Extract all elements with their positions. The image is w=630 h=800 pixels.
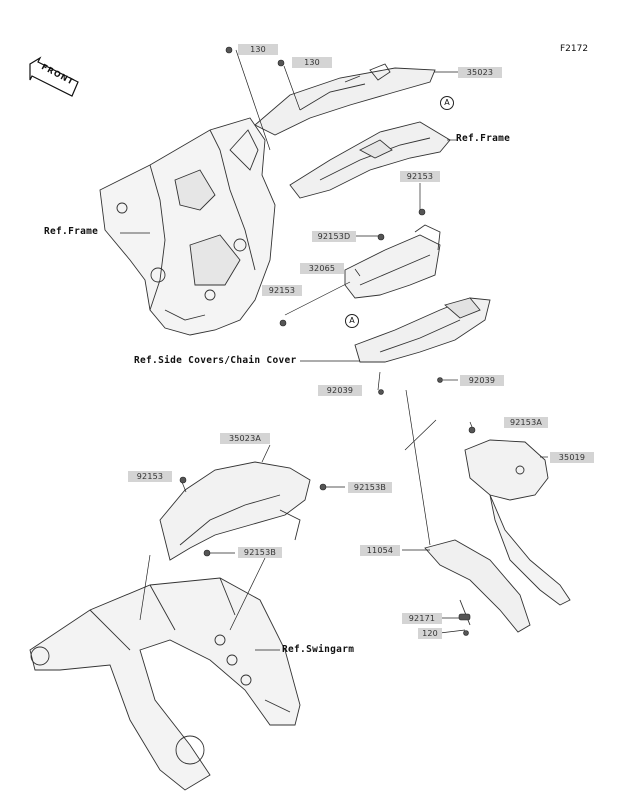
part-tag-32065[interactable]: 32065 — [300, 263, 344, 274]
rear-frame-rail-drawing — [254, 63, 436, 136]
part-tag-92153-3[interactable]: 92153 — [128, 471, 172, 482]
part-tag-35019[interactable]: 35019 — [550, 452, 594, 463]
part-tag-92153a[interactable]: 92153A — [504, 417, 548, 428]
part-tag-92039-1[interactable]: 92039 — [318, 385, 362, 396]
part-tag-92153b[interactable]: 92153B — [348, 482, 392, 493]
ref-frame-upper: Ref.Frame — [456, 133, 511, 144]
bracket-32065-drawing — [344, 224, 441, 299]
part-tag-130-a[interactable]: 130 — [238, 44, 278, 55]
license-bracket-drawing — [424, 439, 571, 633]
part-tag-130-b[interactable]: 130 — [292, 57, 332, 68]
front-arrow-icon — [29, 56, 79, 97]
part-tag-120[interactable]: 120 — [418, 628, 442, 639]
side-cover-bracket-drawing — [354, 297, 491, 363]
part-tag-92039-2[interactable]: 92039 — [460, 375, 504, 386]
ref-swingarm: Ref.Swingarm — [282, 644, 355, 655]
seat-bracket-drawing — [289, 121, 451, 199]
part-tag-92153-2[interactable]: 92153 — [262, 285, 302, 296]
part-tag-11054[interactable]: 11054 — [360, 545, 400, 556]
part-tag-35023[interactable]: 35023 — [458, 67, 502, 78]
rear-fender-drawing — [159, 461, 311, 561]
part-tag-92153d[interactable]: 92153D — [312, 231, 356, 242]
part-tag-35023a[interactable]: 35023A — [220, 433, 270, 444]
part-tag-92153b-2[interactable]: 92153B — [238, 547, 282, 558]
ref-side-covers: Ref.Side Covers/Chain Cover — [134, 355, 297, 366]
frame-drawing — [99, 117, 276, 336]
part-tag-92153-1[interactable]: 92153 — [400, 171, 440, 182]
fasteners — [179, 46, 476, 636]
ref-frame-left: Ref.Frame — [44, 226, 99, 237]
callout-a-upper: A — [440, 96, 454, 110]
swingarm-drawing — [29, 577, 301, 791]
callout-a-lower: A — [345, 314, 359, 328]
diagram-code: F2172 — [560, 44, 589, 54]
part-tag-92171[interactable]: 92171 — [402, 613, 442, 624]
